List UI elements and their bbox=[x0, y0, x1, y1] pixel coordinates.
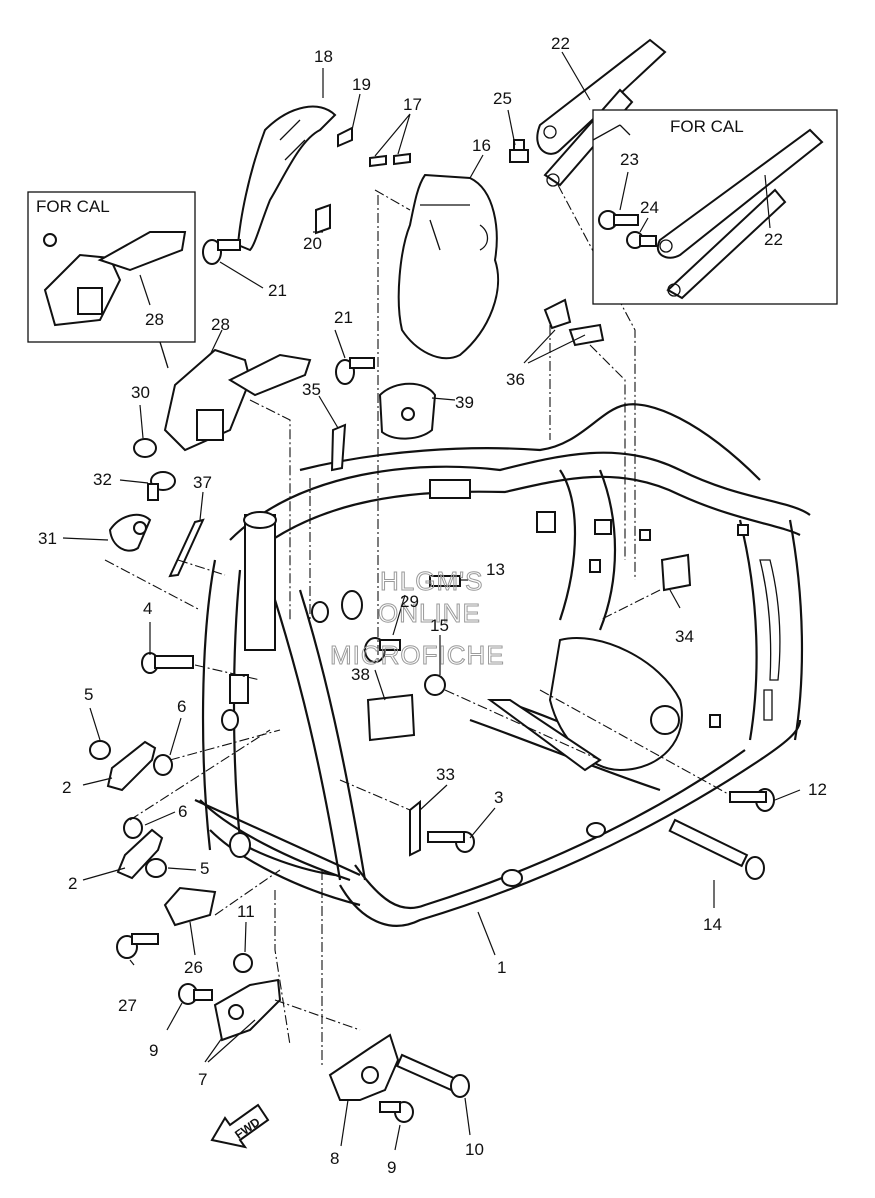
main-frame bbox=[194, 403, 811, 927]
callout-15: 15 bbox=[430, 616, 449, 635]
callout-30: 30 bbox=[131, 383, 150, 402]
callout-2a: 2 bbox=[62, 778, 71, 797]
lower-parts bbox=[89, 652, 775, 1123]
callout-9a: 9 bbox=[149, 1041, 158, 1060]
callout-17: 17 bbox=[403, 95, 422, 114]
callout-16: 16 bbox=[472, 136, 491, 155]
callout-3: 3 bbox=[494, 788, 503, 807]
callout-18: 18 bbox=[314, 47, 333, 66]
callout-28a: 28 bbox=[145, 310, 164, 329]
watermark-line1: HLGM'S bbox=[380, 566, 483, 596]
callout-10: 10 bbox=[465, 1140, 484, 1159]
callout-1: 1 bbox=[497, 958, 506, 977]
callout-21a: 21 bbox=[268, 281, 287, 300]
callout-2b: 2 bbox=[68, 874, 77, 893]
callout-21b: 21 bbox=[334, 308, 353, 327]
callout-35: 35 bbox=[302, 380, 321, 399]
callout-28b: 28 bbox=[211, 315, 230, 334]
for-cal-left-title: FOR CAL bbox=[36, 197, 110, 216]
bolt-21-lower bbox=[335, 357, 375, 385]
bolt-25 bbox=[509, 139, 529, 163]
watermark-line2: ONLINE bbox=[378, 598, 481, 628]
callout-11: 11 bbox=[237, 902, 255, 921]
callout-27: 27 bbox=[118, 996, 137, 1015]
callout-23: 23 bbox=[620, 150, 639, 169]
callout-8: 8 bbox=[330, 1149, 339, 1168]
leader-lines bbox=[62, 51, 801, 1151]
callout-32: 32 bbox=[93, 470, 112, 489]
for-cal-right-title: FOR CAL bbox=[670, 117, 744, 136]
callout-19: 19 bbox=[352, 75, 371, 94]
callout-37: 37 bbox=[193, 473, 212, 492]
callout-36: 36 bbox=[506, 370, 525, 389]
callout-6a: 6 bbox=[177, 697, 186, 716]
bolt-21-upper bbox=[202, 239, 241, 265]
callout-22b: 22 bbox=[764, 230, 783, 249]
callout-7: 7 bbox=[198, 1070, 207, 1089]
callout-22a: 22 bbox=[551, 34, 570, 53]
alignment-lines bbox=[104, 184, 731, 1065]
callout-5b: 5 bbox=[200, 859, 209, 878]
callout-34: 34 bbox=[675, 627, 694, 646]
watermark: HLGM'S ONLINE MICROFICHE bbox=[330, 566, 505, 671]
callout-13: 13 bbox=[486, 560, 505, 579]
callout-14: 14 bbox=[703, 915, 722, 934]
callouts: 1 2 2 3 4 5 5 6 6 7 8 9 9 10 11 12 13 14… bbox=[38, 34, 827, 1177]
callout-20: 20 bbox=[303, 234, 322, 253]
upper-parts bbox=[108, 38, 692, 742]
fwd-arrow: FWD bbox=[210, 1103, 270, 1149]
callout-33: 33 bbox=[436, 765, 455, 784]
watermark-line3: MICROFICHE bbox=[330, 640, 505, 670]
callout-39: 39 bbox=[455, 393, 474, 412]
callout-38: 38 bbox=[351, 665, 370, 684]
callout-31: 31 bbox=[38, 529, 57, 548]
callout-9b: 9 bbox=[387, 1158, 396, 1177]
callout-24: 24 bbox=[640, 198, 659, 217]
callout-6b: 6 bbox=[178, 802, 187, 821]
callout-26: 26 bbox=[184, 958, 203, 977]
callout-4: 4 bbox=[143, 599, 152, 618]
callout-12: 12 bbox=[808, 780, 827, 799]
callout-25: 25 bbox=[493, 89, 512, 108]
callout-5a: 5 bbox=[84, 685, 93, 704]
for-cal-box-right: FOR CAL bbox=[592, 109, 838, 305]
callout-29: 29 bbox=[400, 592, 419, 611]
for-cal-box-left: FOR CAL bbox=[27, 191, 196, 369]
